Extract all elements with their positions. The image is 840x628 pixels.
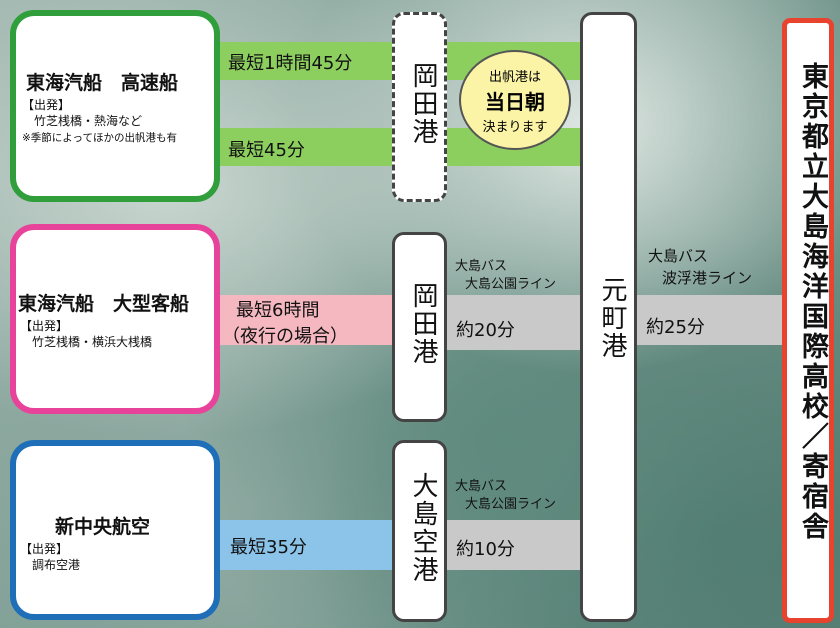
card-jet-depart: 竹芝桟橋・熱海など — [34, 114, 143, 128]
destination-box — [782, 18, 834, 623]
bus-okata-time: 約20分 — [456, 320, 515, 341]
air-time: 最短35分 — [230, 537, 307, 558]
card-shinchuo — [10, 440, 220, 620]
bus-school-time: 約25分 — [646, 317, 705, 338]
card-jet-note: ※季節によってほかの出帆港も有 — [22, 132, 177, 144]
port-airport — [392, 440, 447, 622]
notice-line3: 決まります — [482, 120, 548, 135]
port-motomachi-label: 元町港 — [597, 276, 627, 360]
bus-airport-line1: 大島バス — [455, 479, 508, 494]
card-tokai-jet — [10, 10, 220, 202]
card-tokai-ship — [10, 224, 220, 414]
port-airport-label: 大島空港 — [408, 472, 438, 584]
card-jet-depart-label: 【出発】 — [22, 98, 71, 112]
bus-okata-line1: 大島バス — [455, 259, 508, 274]
port-okata-label: 岡田港 — [408, 282, 438, 366]
bus-airport-time: 約10分 — [456, 539, 515, 560]
jet-time-lower: 最短45分 — [228, 140, 305, 161]
bus-band-airport — [446, 520, 580, 570]
card-air-title: 新中央航空 — [55, 516, 151, 538]
route-band-ship — [214, 295, 392, 345]
bus-school-line2: 波浮港ライン — [662, 269, 753, 287]
notice-line1: 出帆港は — [488, 70, 541, 85]
destination-label: 東京都立大島海洋国際高校／寄宿舎 — [797, 62, 828, 542]
card-ship-depart: 竹芝桟橋・横浜大桟橋 — [32, 335, 153, 349]
port-okata-dashed-label: 岡田港 — [408, 62, 438, 146]
bus-band-okata — [446, 295, 580, 350]
bus-airport-line2: 大島公園ライン — [465, 497, 557, 512]
card-air-depart-label: 【出発】 — [20, 542, 69, 556]
card-ship-depart-label: 【出発】 — [20, 319, 69, 333]
notice-line2: 当日朝 — [485, 90, 545, 114]
bus-okata-line2: 大島公園ライン — [465, 277, 557, 292]
bus-band-school — [636, 295, 782, 345]
port-okata — [392, 232, 447, 422]
bus-school-line1: 大島バス — [648, 247, 709, 265]
card-air-depart: 調布空港 — [32, 558, 81, 572]
port-okata-dashed — [392, 12, 447, 202]
card-ship-title: 東海汽船 大型客船 — [18, 293, 190, 315]
ship-time-line2: （夜行の場合） — [222, 326, 348, 347]
jet-time-upper: 最短1時間45分 — [228, 53, 353, 74]
ship-time-line1: 最短6時間 — [236, 300, 320, 321]
port-motomachi — [580, 12, 637, 622]
notice-oval: 出帆港は 当日朝 決まります — [459, 50, 571, 150]
card-jet-title: 東海汽船 高速船 — [26, 72, 179, 94]
route-band-air — [214, 520, 392, 570]
